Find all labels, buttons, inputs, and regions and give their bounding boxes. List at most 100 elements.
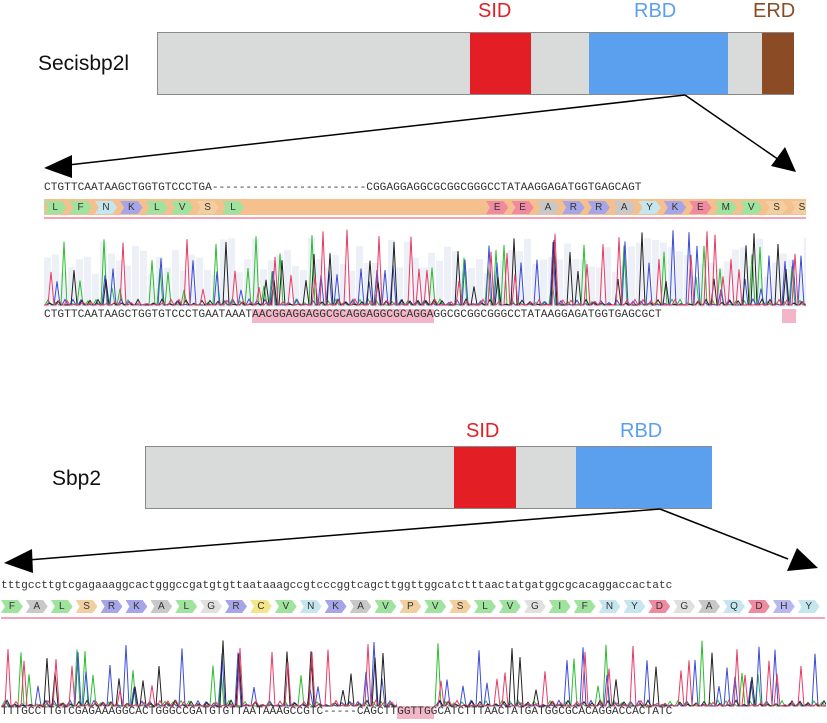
aa-chip-right-8: E	[689, 201, 712, 214]
read-sequence-1: CTGTTCAATAAGCTGGTGTCCCTGAATAAATAACGGAGGA…	[44, 309, 662, 321]
quality-bar	[172, 250, 179, 307]
quality-bar	[692, 276, 699, 307]
quality-bar	[196, 257, 203, 307]
read-highlight-1b	[782, 309, 796, 323]
aa-chip-sbp2-16: P	[399, 600, 422, 613]
read-deletion-highlight-2	[397, 706, 434, 719]
quality-bar	[404, 241, 411, 307]
quality-bar	[252, 238, 259, 307]
domain-label-sid: SID	[478, 0, 512, 22]
quality-bar	[572, 258, 579, 307]
quality-bar	[716, 268, 723, 307]
aa-chip-right-10: V	[740, 201, 763, 214]
protein-bar-secisbp2l	[157, 32, 794, 95]
quality-bar	[684, 254, 691, 307]
aa-chip-sbp2-20: V	[499, 600, 521, 613]
gene-name-secisbp2l: Secisbp2l	[38, 52, 130, 75]
read-sequence-2: TTTGCCTTGTCGAGAAAGGCACTGGGCCGATGTGTTAATA…	[1, 706, 673, 718]
aa-chip-right-1: E	[511, 201, 534, 214]
quality-bar	[332, 255, 339, 307]
domain-sid-2	[454, 447, 516, 508]
aa-chip-sbp2-3: S	[75, 600, 98, 613]
quality-bar	[564, 243, 571, 307]
aa-chip-sbp2-0: F	[1, 600, 23, 613]
quality-bar	[756, 238, 763, 307]
aa-chip-sbp2-5: K	[125, 600, 148, 613]
quality-bar	[308, 237, 315, 307]
quality-bar	[468, 268, 475, 307]
aa-chip-right-7: K	[663, 201, 687, 214]
domain-label-rbd: RBD	[634, 0, 677, 22]
quality-bar	[84, 256, 91, 307]
quality-bar	[60, 272, 67, 307]
quality-bar	[100, 241, 107, 307]
aa-chip-left-2: N	[94, 201, 118, 214]
aa-chip-sbp2-23: F	[573, 600, 596, 613]
quality-bar	[284, 250, 291, 307]
aa-chip-left-1: F	[69, 201, 92, 214]
aa-chip-right-12: S	[790, 201, 806, 214]
domain-label-rbd-2: RBD	[620, 420, 663, 442]
trace-line	[1, 644, 397, 707]
quality-bar	[68, 267, 75, 307]
quality-bar	[612, 271, 619, 307]
domain-label-erd: ERD	[753, 0, 796, 22]
aa-chip-right-9: M	[714, 201, 737, 214]
aa-chip-left-7: L	[221, 201, 245, 214]
protein-bar-sbp2	[145, 446, 712, 509]
quality-bar	[364, 262, 371, 307]
quality-bar	[292, 265, 299, 307]
aa-chip-sbp2-31: H	[772, 600, 795, 613]
aa-chip-sbp2-18: S	[449, 600, 472, 613]
aa-chip-left-0: L	[44, 201, 67, 214]
read-highlight-1	[252, 309, 434, 323]
aa-chip-sbp2-7: L	[175, 600, 198, 613]
quality-bar	[444, 246, 451, 307]
quality-bar	[676, 251, 683, 307]
trace-line	[1, 642, 397, 707]
quality-bar	[148, 273, 155, 307]
gene-name-sbp2: Sbp2	[52, 467, 102, 490]
quality-bar	[92, 273, 99, 307]
aa-chip-left-5: V	[171, 201, 194, 214]
quality-bar	[300, 270, 307, 307]
aa-chip-sbp2-27: G	[673, 600, 696, 613]
quality-bar	[644, 238, 651, 307]
quality-bar	[340, 263, 347, 307]
quality-bar	[556, 259, 563, 307]
trace-line	[44, 229, 806, 306]
quality-bar	[244, 259, 251, 307]
quality-bar	[604, 247, 611, 307]
aa-chip-sbp2-30: D	[748, 600, 770, 613]
chromatogram-1	[44, 221, 806, 307]
quality-bar	[580, 259, 587, 307]
quality-bar	[508, 249, 515, 307]
aa-chip-sbp2-9: R	[225, 600, 247, 613]
quality-bar	[180, 270, 187, 307]
quality-bar	[124, 265, 131, 307]
aa-chip-left-4: L	[145, 201, 168, 214]
quality-bar	[764, 276, 771, 307]
quality-bar	[740, 247, 747, 307]
aa-chip-sbp2-19: L	[474, 600, 496, 613]
quality-bar	[140, 250, 147, 307]
aa-chip-right-2: A	[536, 201, 560, 214]
quality-bar	[52, 254, 59, 307]
chromatogram-2a	[1, 632, 397, 708]
quality-bar	[540, 259, 547, 307]
quality-bar	[316, 259, 323, 307]
zoom-arrows-1	[44, 94, 796, 178]
reference-sequence-2: tttgccttgtcgagaaaggcactgggccgatgtgttaata…	[1, 580, 673, 592]
aa-chip-sbp2-21: G	[523, 600, 546, 613]
quality-bar	[228, 238, 235, 307]
domain-erd	[762, 33, 794, 94]
translation-underline-1	[44, 217, 806, 219]
quality-bar	[652, 239, 659, 307]
domain-rbd-2	[576, 447, 712, 508]
quality-bar	[220, 239, 227, 307]
aa-chip-right-4: R	[587, 201, 610, 214]
quality-bar	[596, 267, 603, 307]
quality-bar	[588, 266, 595, 307]
aa-chip-sbp2-29: Q	[723, 600, 745, 613]
